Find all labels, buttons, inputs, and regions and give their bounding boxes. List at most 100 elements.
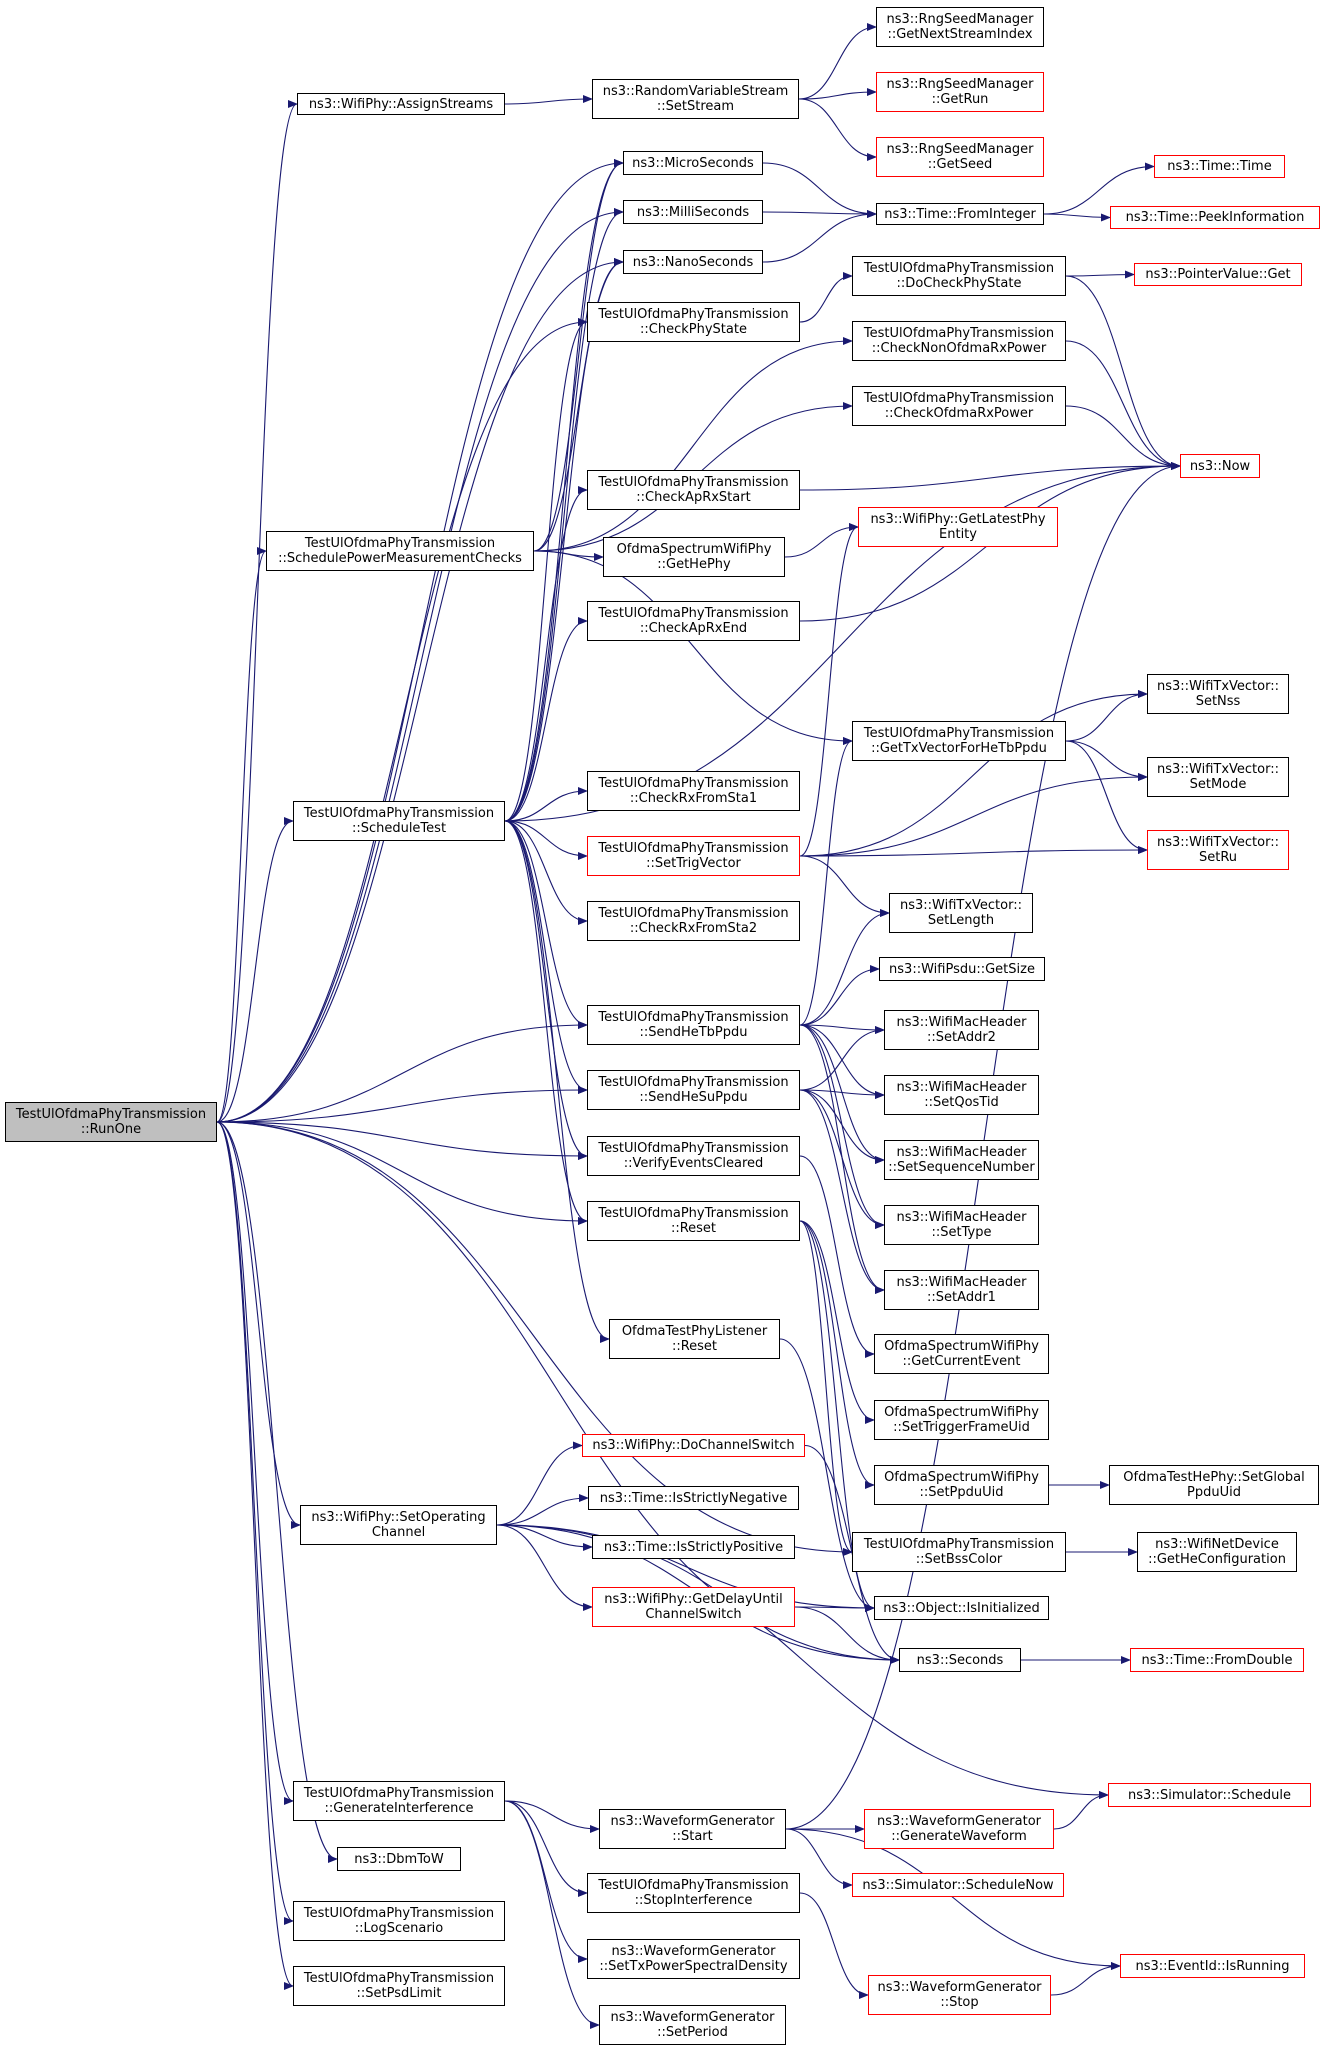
node-get-next-stream-index[interactable]: ns3::RngSeedManager::GetNextStreamIndex xyxy=(876,7,1044,47)
node-milli-seconds[interactable]: ns3::MilliSeconds xyxy=(623,200,763,224)
node-label-line: SetRu xyxy=(1198,850,1238,865)
node-set-sequence-number[interactable]: ns3::WifiMacHeader::SetSequenceNumber xyxy=(884,1140,1039,1180)
node-send-he-tb-ppdu[interactable]: TestUlOfdmaPhyTransmission::SendHeTbPpdu xyxy=(587,1005,800,1045)
node-label-line: ns3::PointerValue::Get xyxy=(1145,267,1291,282)
node-label-line: ::CheckApRxStart xyxy=(636,490,751,505)
node-schedule-power-measurement-checks[interactable]: TestUlOfdmaPhyTransmission::SchedulePowe… xyxy=(266,531,534,571)
node-set-trig-vector[interactable]: TestUlOfdmaPhyTransmission::SetTrigVecto… xyxy=(587,836,800,876)
node-set-addr2[interactable]: ns3::WifiMacHeader::SetAddr2 xyxy=(884,1010,1039,1050)
node-label-line: ns3::RngSeedManager xyxy=(886,142,1034,157)
edge-generateInterference-to-waveformStart xyxy=(504,1800,600,1833)
node-do-channel-switch[interactable]: ns3::WifiPhy::DoChannelSwitch xyxy=(582,1434,805,1457)
edge-scheduleTest-to-listenerReset xyxy=(504,820,610,1343)
node-get-current-event[interactable]: OfdmaSpectrumWifiPhy::GetCurrentEvent xyxy=(874,1334,1049,1374)
node-label-line: ns3::MilliSeconds xyxy=(636,204,750,220)
node-waveform-stop[interactable]: ns3::WaveformGenerator::Stop xyxy=(868,1975,1051,2015)
node-assign-streams[interactable]: ns3::WifiPhy::AssignStreams xyxy=(297,93,505,115)
node-set-bss-color[interactable]: TestUlOfdmaPhyTransmission::SetBssColor xyxy=(852,1532,1066,1572)
node-do-check-phy-state[interactable]: TestUlOfdmaPhyTransmission::DoCheckPhySt… xyxy=(852,256,1066,296)
node-check-non-ofdma-rx-power[interactable]: TestUlOfdmaPhyTransmission::CheckNonOfdm… xyxy=(852,321,1066,361)
node-label-line: TestUlOfdmaPhyTransmission xyxy=(863,1537,1055,1552)
edge-setOperatingChannel-to-getDelayUntilChannelSwitch xyxy=(496,1524,593,1611)
node-verify-events-cleared[interactable]: TestUlOfdmaPhyTransmission::VerifyEvents… xyxy=(587,1136,800,1176)
node-label-line: SetMode xyxy=(1189,777,1247,792)
node-stop-interference[interactable]: TestUlOfdmaPhyTransmission::StopInterfer… xyxy=(587,1873,800,1913)
node-check-phy-state[interactable]: TestUlOfdmaPhyTransmission::CheckPhyStat… xyxy=(587,302,800,342)
node-schedule-test[interactable]: TestUlOfdmaPhyTransmission::ScheduleTest xyxy=(293,801,505,841)
node-set-tx-power-spectral-density[interactable]: ns3::WaveformGenerator::SetTxPowerSpectr… xyxy=(587,1939,800,1979)
node-set-psd-limit[interactable]: TestUlOfdmaPhyTransmission::SetPsdLimit xyxy=(293,1966,505,2006)
node-listener-reset[interactable]: OfdmaTestPhyListener::Reset xyxy=(609,1319,780,1359)
node-is-strictly-positive[interactable]: ns3::Time::IsStrictlyPositive xyxy=(592,1535,795,1559)
node-is-running[interactable]: ns3::EventId::IsRunning xyxy=(1120,1954,1305,1978)
node-get-seed[interactable]: ns3::RngSeedManager::GetSeed xyxy=(876,137,1044,177)
edge-setOperatingChannel-to-doChannelSwitch xyxy=(496,1441,583,1526)
node-set-ppdu-uid[interactable]: OfdmaSpectrumWifiPhy::SetPpduUid xyxy=(874,1465,1049,1505)
node-set-length[interactable]: ns3::WifiTxVector::SetLength xyxy=(889,893,1033,933)
node-pointer-value-get[interactable]: ns3::PointerValue::Get xyxy=(1134,263,1302,286)
node-schedule-now[interactable]: ns3::Simulator::ScheduleNow xyxy=(852,1873,1064,1897)
node-label-line: ::CheckRxFromSta2 xyxy=(629,921,758,936)
node-label-line: ns3::RngSeedManager xyxy=(886,77,1034,92)
node-is-strictly-negative[interactable]: ns3::Time::IsStrictlyNegative xyxy=(588,1486,799,1510)
node-label-line: ns3::Time::FromInteger xyxy=(884,206,1036,222)
node-set-ru[interactable]: ns3::WifiTxVector::SetRu xyxy=(1147,830,1289,870)
node-set-type[interactable]: ns3::WifiMacHeader::SetType xyxy=(884,1205,1039,1245)
edge-scheduleTest-to-reset xyxy=(504,820,588,1225)
node-set-nss[interactable]: ns3::WifiTxVector::SetNss xyxy=(1147,674,1289,714)
node-micro-seconds[interactable]: ns3::MicroSeconds xyxy=(623,151,763,175)
node-label-line: ::SetTxPowerSpectralDensity xyxy=(599,1959,788,1974)
node-set-qos-tid[interactable]: ns3::WifiMacHeader::SetQosTid xyxy=(884,1075,1039,1115)
node-label-line: TestUlOfdmaPhyTransmission xyxy=(598,475,789,490)
node-generate-waveform[interactable]: ns3::WaveformGenerator::GenerateWaveform xyxy=(864,1809,1054,1849)
node-reset[interactable]: TestUlOfdmaPhyTransmission::Reset xyxy=(587,1201,800,1241)
node-label-line: ns3::WifiMacHeader xyxy=(896,1145,1027,1160)
edge-root-to-logScenario xyxy=(216,1121,294,1925)
node-label-line: ::SetBssColor xyxy=(915,1552,1003,1567)
node-simulator-schedule[interactable]: ns3::Simulator::Schedule xyxy=(1108,1783,1311,1807)
node-psdu-get-size[interactable]: ns3::WifiPsdu::GetSize xyxy=(879,957,1045,981)
node-send-he-su-ppdu[interactable]: TestUlOfdmaPhyTransmission::SendHeSuPpdu xyxy=(587,1070,800,1110)
node-label-line: OfdmaSpectrumWifiPhy xyxy=(884,1405,1039,1420)
node-from-double[interactable]: ns3::Time::FromDouble xyxy=(1130,1648,1304,1672)
node-label-line: ns3::MicroSeconds xyxy=(632,155,754,171)
node-get-tx-vector-for-he-tb-ppdu[interactable]: TestUlOfdmaPhyTransmission::GetTxVectorF… xyxy=(852,721,1066,761)
node-generate-interference[interactable]: TestUlOfdmaPhyTransmission::GenerateInte… xyxy=(293,1781,505,1821)
node-log-scenario[interactable]: TestUlOfdmaPhyTransmission::LogScenario xyxy=(293,1901,505,1941)
node-check-ap-rx-start[interactable]: TestUlOfdmaPhyTransmission::CheckApRxSta… xyxy=(587,470,800,510)
node-check-rx-from-sta2[interactable]: TestUlOfdmaPhyTransmission::CheckRxFromS… xyxy=(587,901,800,941)
node-get-he-configuration[interactable]: ns3::WifiNetDevice::GetHeConfiguration xyxy=(1137,1532,1297,1572)
node-from-integer[interactable]: ns3::Time::FromInteger xyxy=(876,203,1044,225)
node-now[interactable]: ns3::Now xyxy=(1180,454,1260,478)
node-set-stream[interactable]: ns3::RandomVariableStream::SetStream xyxy=(592,79,799,119)
node-dbm-to-w[interactable]: ns3::DbmToW xyxy=(337,1847,461,1871)
node-label-line: ns3::WifiPhy::SetOperating xyxy=(311,1510,486,1525)
node-label-line: OfdmaSpectrumWifiPhy xyxy=(884,1470,1039,1485)
node-set-addr1[interactable]: ns3::WifiMacHeader::SetAddr1 xyxy=(884,1270,1039,1310)
edge-root-to-generateInterference xyxy=(216,1121,294,1805)
node-get-he-phy[interactable]: OfdmaSpectrumWifiPhy::GetHePhy xyxy=(603,537,785,577)
node-set-period[interactable]: ns3::WaveformGenerator::SetPeriod xyxy=(599,2005,786,2045)
node-seconds[interactable]: ns3::Seconds xyxy=(899,1648,1021,1672)
node-label-line: ns3::WaveformGenerator xyxy=(877,1980,1042,1995)
node-check-rx-from-sta1[interactable]: TestUlOfdmaPhyTransmission::CheckRxFromS… xyxy=(587,771,800,811)
edge-setStream-to-getRun xyxy=(798,88,877,100)
node-check-ap-rx-end[interactable]: TestUlOfdmaPhyTransmission::CheckApRxEnd xyxy=(587,601,800,641)
edge-doCheckPhyState-to-now xyxy=(1065,275,1181,470)
edge-setTrigVector-to-setNss xyxy=(799,690,1148,857)
node-waveform-start[interactable]: ns3::WaveformGenerator::Start xyxy=(599,1809,786,1849)
node-get-run[interactable]: ns3::RngSeedManager::GetRun xyxy=(876,72,1044,112)
node-is-initialized[interactable]: ns3::Object::IsInitialized xyxy=(874,1596,1049,1620)
node-peek-information[interactable]: ns3::Time::PeekInformation xyxy=(1110,206,1320,229)
node-set-trigger-frame-uid[interactable]: OfdmaSpectrumWifiPhy::SetTriggerFrameUid xyxy=(874,1400,1049,1440)
node-set-mode[interactable]: ns3::WifiTxVector::SetMode xyxy=(1147,757,1289,797)
node-nano-seconds[interactable]: ns3::NanoSeconds xyxy=(623,250,763,274)
node-check-ofdma-rx-power[interactable]: TestUlOfdmaPhyTransmission::CheckOfdmaRx… xyxy=(852,386,1066,426)
node-time-time[interactable]: ns3::Time::Time xyxy=(1154,155,1285,178)
node-label-line: ns3::DbmToW xyxy=(354,1851,444,1867)
node-label-line: TestUlOfdmaPhyTransmission xyxy=(863,261,1055,276)
